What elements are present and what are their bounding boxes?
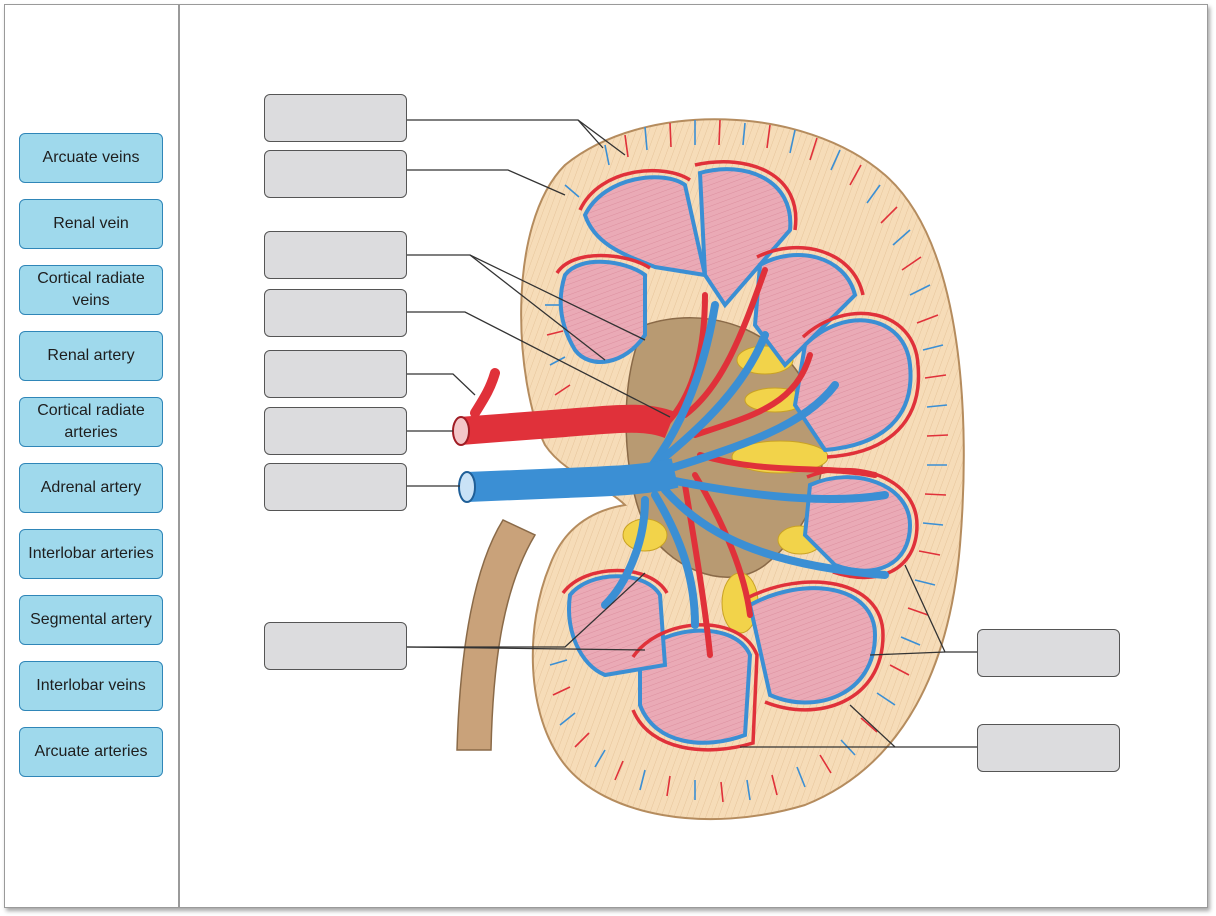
medullary-pyramids [558,167,913,745]
adrenal-artery [470,368,500,418]
drop-target-2[interactable] [264,150,407,198]
label-chip-interlobar-veins[interactable]: Interlobar veins [19,661,163,711]
leader-lines [406,119,977,748]
drop-target-7[interactable] [264,463,407,511]
drop-target-10[interactable] [977,724,1120,772]
ureter-shape [456,519,537,751]
renal-vein [466,458,679,502]
renal-artery-lumen [452,416,470,446]
label-chip-interlobar-arteries[interactable]: Interlobar arteries [19,529,163,579]
label-chip-adrenal-artery[interactable]: Adrenal artery [19,463,163,513]
label-chip-segmental-artery[interactable]: Segmental artery [19,595,163,645]
kidney-illustration [406,118,977,821]
label-chip-arcuate-arteries[interactable]: Arcuate arteries [19,727,163,777]
interlobar-veins [601,301,889,629]
label-chip-cortical-radiate-veins[interactable]: Cortical radiate veins [19,265,163,315]
label-chip-arcuate-veins[interactable]: Arcuate veins [19,133,163,183]
drop-target-9[interactable] [977,629,1120,677]
label-chip-cortical-radiate-arteries[interactable]: Cortical radiate arteries [19,397,163,447]
drop-target-8[interactable] [264,622,407,670]
drop-target-3[interactable] [264,231,407,279]
activity-frame: Arcuate veins Renal vein Cortical radiat… [4,4,1208,908]
label-chip-renal-artery[interactable]: Renal artery [19,331,163,381]
renal-vein-lumen [458,471,476,503]
drop-target-4[interactable] [264,289,407,337]
drop-target-1[interactable] [264,94,407,142]
word-bank: Arcuate veins Renal vein Cortical radiat… [5,5,180,907]
cortical-radiate-vessels [545,119,949,803]
drop-target-6[interactable] [264,407,407,455]
drop-target-5[interactable] [264,350,407,398]
label-chip-renal-vein[interactable]: Renal vein [19,199,163,249]
renal-artery [458,404,676,445]
